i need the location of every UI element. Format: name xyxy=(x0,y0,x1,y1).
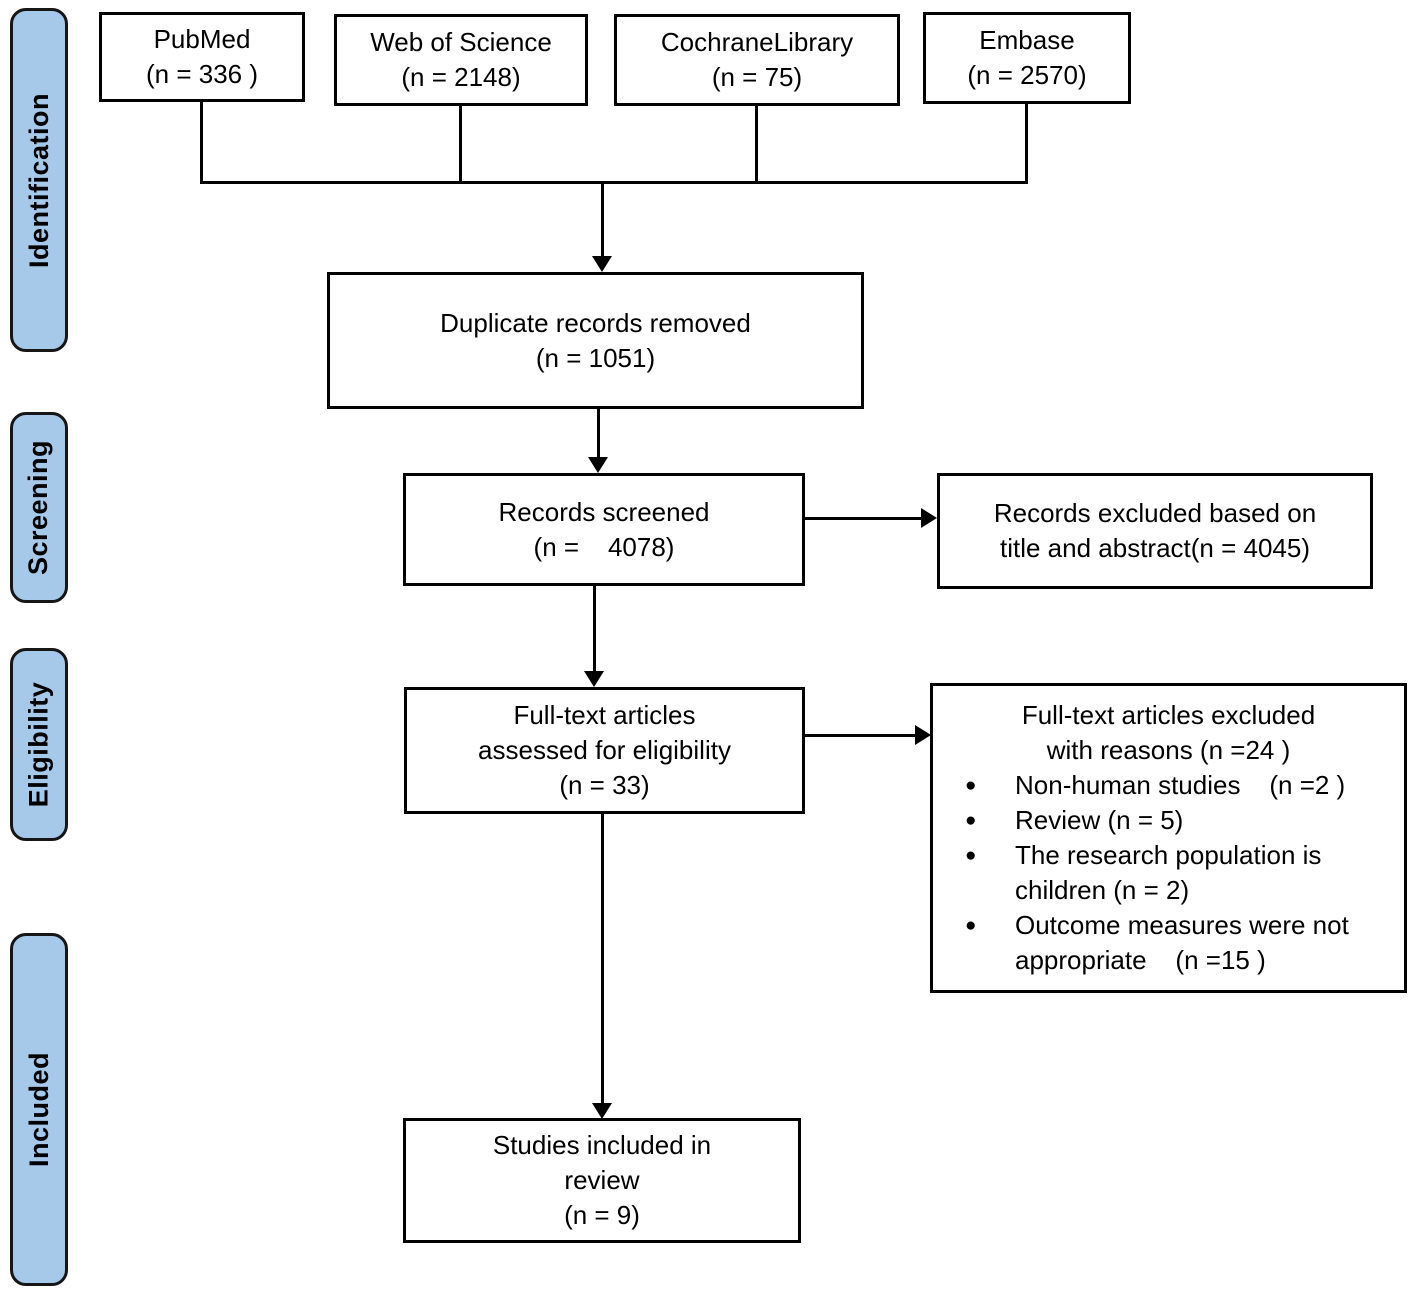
box-duplicates-removed: Duplicate records removed (n = 1051) xyxy=(327,272,864,409)
source-embase-name: Embase xyxy=(979,25,1075,55)
arrow-duplicates-to-screened-line xyxy=(597,408,600,458)
connector-embase-stub xyxy=(1025,102,1028,182)
duplicates-removed-line1: Duplicate records removed xyxy=(440,307,751,338)
arrow-duplicates-to-screened-head xyxy=(588,457,608,473)
box-records-screened: Records screened (n = 4078) xyxy=(403,473,805,586)
records-excluded-line1: Records excluded based on xyxy=(993,498,1317,528)
bullet-icon: ● xyxy=(965,845,977,866)
connector-merge-line xyxy=(200,181,1028,184)
stage-included: Included xyxy=(10,933,68,1286)
connector-pubmed-stub xyxy=(200,100,203,182)
studies-included-count: (n = 9) xyxy=(564,1200,640,1230)
source-box-cochrane-library: CochraneLibrary (n = 75) xyxy=(614,14,900,106)
arrow-screened-to-fulltext-line xyxy=(593,585,596,672)
bullet-icon: ● xyxy=(965,775,977,796)
exclusion-reason-text: Outcome measures were not appropriate (n… xyxy=(1015,910,1357,975)
exclusion-reason-children: ● The research population is children (n… xyxy=(939,838,1398,908)
connector-wos-stub xyxy=(459,104,462,182)
fulltext-assessed-line1: Full-text articles xyxy=(513,700,696,730)
stage-eligibility: Eligibility xyxy=(10,648,68,841)
arrow-screened-to-excluded-line xyxy=(804,517,922,520)
exclusion-reason-text: Non-human studies (n =2 ) xyxy=(1015,770,1346,800)
arrow-fulltext-to-included-head xyxy=(592,1103,612,1119)
stage-screening-label: Screening xyxy=(23,439,54,576)
records-excluded-line2: title and abstract(n = 4045) xyxy=(999,533,1311,563)
source-embase-count: (n = 2570) xyxy=(967,60,1087,90)
source-pubmed-name: PubMed xyxy=(153,24,251,54)
source-cochrane-count: (n = 75) xyxy=(711,62,803,92)
source-cochrane-name: CochraneLibrary xyxy=(660,27,854,57)
arrow-fulltext-to-excluded-line xyxy=(804,734,916,737)
box-studies-included: Studies included in review (n = 9) xyxy=(403,1118,801,1243)
box-fulltext-assessed: Full-text articles assessed for eligibil… xyxy=(404,687,805,814)
exclusion-reason-outcome: ● Outcome measures were not appropriate … xyxy=(939,908,1398,978)
exclusion-reason-text: The research population is children (n =… xyxy=(1015,840,1329,905)
source-pubmed-count: (n = 336 ) xyxy=(145,59,258,89)
box-fulltext-excluded: Full-text articles excluded with reasons… xyxy=(930,683,1407,993)
stage-screening: Screening xyxy=(10,412,68,603)
arrow-screened-to-excluded-head xyxy=(921,508,937,528)
source-box-embase: Embase (n = 2570) xyxy=(923,12,1131,104)
arrow-merge-to-duplicates-head xyxy=(592,256,612,272)
stage-identification: Identification xyxy=(10,8,68,352)
source-box-web-of-science: Web of Science (n = 2148) xyxy=(334,14,588,106)
arrow-screened-to-fulltext-head xyxy=(584,671,604,687)
source-box-pubmed: PubMed (n = 336 ) xyxy=(99,12,305,102)
duplicates-removed-count: (n = 1051) xyxy=(535,342,656,373)
exclusion-reason-review: ● Review (n = 5) xyxy=(939,803,1398,838)
stage-included-label: Included xyxy=(23,1051,54,1168)
records-screened-line1: Records screened xyxy=(498,496,710,527)
source-wos-name: Web of Science xyxy=(370,27,552,57)
exclusion-reason-text: Review (n = 5) xyxy=(1015,805,1184,835)
fulltext-assessed-line2: assessed for eligibility xyxy=(478,735,731,765)
stage-eligibility-label: Eligibility xyxy=(23,681,54,808)
fulltext-assessed-count: (n = 33) xyxy=(559,770,650,800)
exclusion-reason-non-human: ● Non-human studies (n =2 ) xyxy=(939,768,1398,803)
studies-included-line2: review xyxy=(564,1165,640,1195)
bullet-icon: ● xyxy=(965,810,977,831)
connector-cochrane-stub xyxy=(755,104,758,182)
arrow-fulltext-to-included-line xyxy=(601,813,604,1105)
studies-included-line1: Studies included in xyxy=(492,1130,712,1160)
stage-identification-label: Identification xyxy=(23,92,54,268)
records-screened-count: (n = 4078) xyxy=(533,531,675,562)
fulltext-excluded-title-line2: with reasons (n =24 ) xyxy=(1046,735,1291,765)
source-wos-count: (n = 2148) xyxy=(401,62,521,92)
arrow-fulltext-to-excluded-head xyxy=(915,725,931,745)
box-records-excluded: Records excluded based on title and abst… xyxy=(937,473,1373,589)
arrow-merge-to-duplicates-line xyxy=(601,182,604,257)
bullet-icon: ● xyxy=(965,915,977,936)
fulltext-excluded-title-line1: Full-text articles excluded xyxy=(1021,700,1316,730)
